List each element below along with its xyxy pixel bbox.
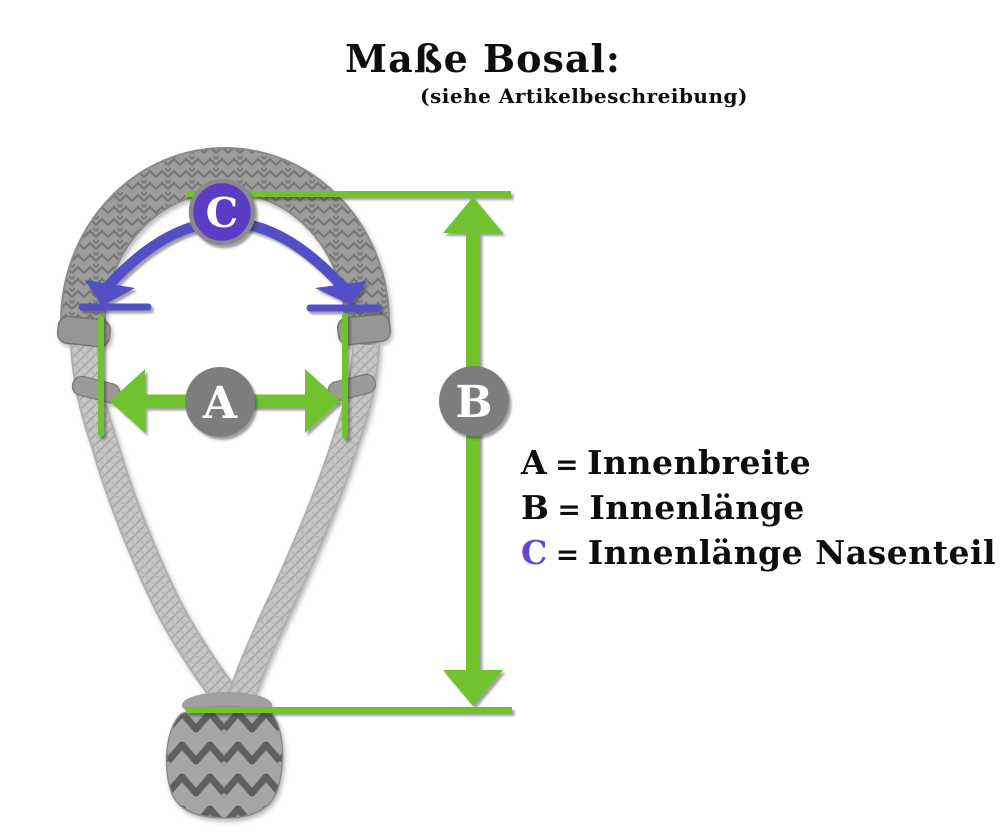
- badge-a: A: [185, 367, 255, 437]
- badge-c-circle: [188, 178, 256, 246]
- b-arrowhead-up: [443, 197, 503, 233]
- legend-label-a: Innenbreite: [587, 443, 812, 482]
- badge-c-label: C: [206, 189, 239, 237]
- badge-a-circle: [185, 367, 255, 437]
- page-title: Maße Bosal:: [345, 36, 621, 81]
- bosal-heel-knot: [165, 692, 284, 819]
- legend-key-a: A: [521, 443, 548, 482]
- badge-a-label: A: [202, 378, 238, 429]
- badge-b-label: B: [455, 377, 492, 428]
- legend-separator-c: =: [555, 538, 580, 571]
- legend-key-b: B: [521, 488, 550, 527]
- legend-label-b: Innenlänge: [589, 488, 805, 527]
- measure-a-arrow: [98, 313, 348, 439]
- measure-b-arrow: [185, 191, 512, 713]
- legend-item-c: C=Innenlänge Nasenteil: [521, 530, 996, 575]
- legend-label-c: Innenlänge Nasenteil: [587, 533, 997, 572]
- c-arrowhead-left: [85, 280, 135, 306]
- bosal-rope: [56, 147, 392, 819]
- legend-item-b: B=Innenlänge: [521, 485, 996, 530]
- bosal-noseband: [62, 149, 388, 343]
- legend-item-a: A=Innenbreite: [521, 440, 996, 485]
- c-arrowhead-right: [315, 281, 367, 305]
- legend-key-c: C: [521, 533, 548, 572]
- a-arrowhead-right: [305, 369, 340, 433]
- legend-separator-b: =: [557, 493, 582, 526]
- badge-b-circle: [439, 366, 509, 436]
- b-arrowhead-down: [443, 670, 503, 706]
- badge-c: C: [188, 178, 256, 246]
- legend-separator-a: =: [555, 448, 580, 481]
- page-subtitle: (siehe Artikelbeschreibung): [420, 84, 748, 108]
- legend: A=Innenbreite B=Innenlänge C=Innenlänge …: [521, 440, 996, 575]
- badge-b: B: [439, 366, 509, 436]
- a-arrowhead-left: [110, 369, 145, 433]
